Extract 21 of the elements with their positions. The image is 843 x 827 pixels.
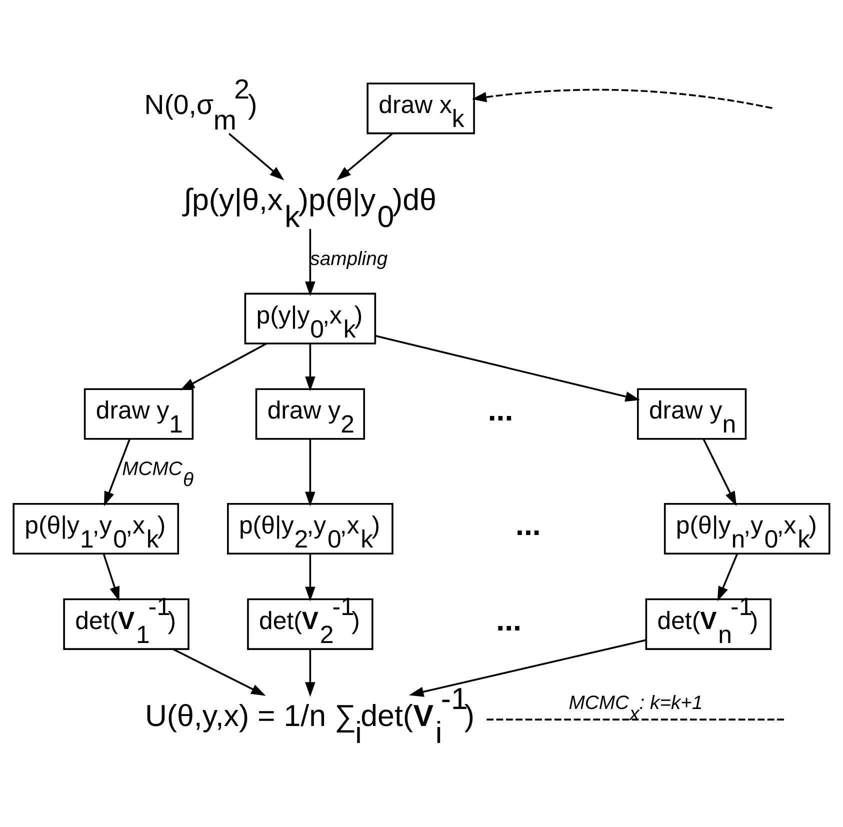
arrow [172, 648, 266, 696]
arrow [305, 648, 316, 696]
arrow [375, 334, 640, 402]
arrow [102, 553, 120, 601]
arrow [228, 132, 284, 180]
arrow [717, 553, 738, 601]
label: ... [488, 392, 514, 427]
arrow [336, 132, 393, 180]
arrow [305, 228, 316, 296]
label: ... [516, 508, 541, 542]
arrow [702, 438, 737, 506]
arrow [472, 88, 772, 109]
arrow [305, 438, 316, 506]
connector [486, 718, 785, 720]
arrow [104, 438, 130, 506]
arrow [305, 343, 316, 391]
arrow [408, 638, 646, 696]
arrow [180, 342, 267, 390]
edge-label: sampling [310, 247, 388, 270]
arrow [305, 554, 316, 601]
label: ... [496, 603, 522, 638]
